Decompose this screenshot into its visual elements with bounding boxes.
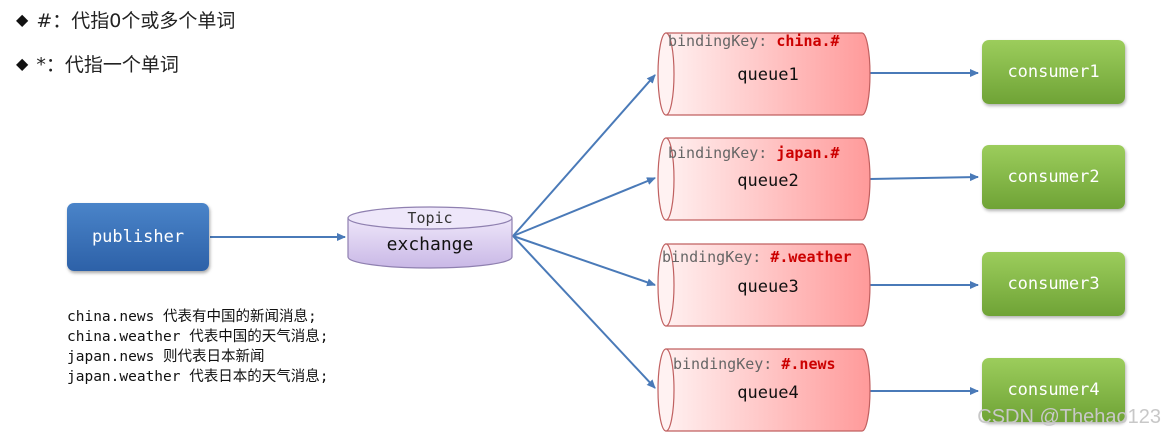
queue1-binding: bindingKey: china.# (668, 32, 840, 50)
exchange-to-queue2-arrow (512, 177, 656, 237)
queue4-label: queue4 (737, 383, 798, 403)
rule-star: ◆ *：代指一个单词 (16, 50, 179, 77)
binding-prefix: bindingKey: (673, 355, 781, 373)
binding-prefix: bindingKey: (662, 248, 770, 266)
routing-example: china.news 代表有中国的新闻消息; (67, 309, 317, 325)
watermark: CSDN @Thehao123 (977, 406, 1161, 428)
binding-key: #.weather (770, 248, 851, 266)
queue1-label: queue1 (737, 65, 798, 85)
consumer2-label: consumer2 (1007, 167, 1100, 187)
binding-key: #.news (781, 355, 835, 373)
queue3-binding: bindingKey: #.weather (662, 248, 852, 266)
exchange-label: exchange (387, 234, 474, 255)
binding-prefix: bindingKey: (668, 144, 776, 162)
publisher-label: publisher (91, 227, 185, 247)
rule-hash-text: #：代指0个或多个单词 (36, 10, 236, 32)
consumer3-node: consumer3 (982, 252, 1125, 316)
queue2-node: bindingKey: japan.# queue2 (657, 137, 871, 221)
exchange-to-queue1-arrow (512, 74, 656, 237)
routing-example: japan.news 则代表日本新闻 (67, 349, 265, 365)
binding-key: china.# (776, 32, 839, 50)
consumer4-label: consumer4 (1007, 380, 1100, 400)
queue2-to-consumer2-arrow (869, 173, 979, 182)
routing-example: japan.weather 代表日本的天气消息; (67, 369, 329, 385)
exchange-node: Topic exchange (347, 206, 513, 269)
queue3-node: bindingKey: #.weather queue3 (657, 243, 871, 327)
queue2-binding: bindingKey: japan.# (668, 144, 840, 162)
queue1-node: bindingKey: china.# queue1 (657, 32, 871, 116)
routing-key-examples: china.news 代表有中国的新闻消息; china.weather 代表中… (67, 307, 328, 387)
queue2-label: queue2 (737, 171, 798, 191)
queue4-node: bindingKey: #.news queue4 (657, 348, 871, 432)
diamond-bullet-icon: ◆ (16, 10, 29, 29)
exchange-to-queue4-arrow (512, 235, 656, 389)
consumer2-node: consumer2 (982, 145, 1125, 209)
exchange-type-label: Topic (407, 209, 452, 227)
exchange-to-queue3-arrow (512, 235, 656, 287)
queue4-binding: bindingKey: #.news (673, 355, 836, 373)
consumer1-label: consumer1 (1007, 62, 1100, 82)
routing-example: china.weather 代表中国的天气消息; (67, 329, 329, 345)
consumer1-node: consumer1 (982, 40, 1125, 104)
binding-prefix: bindingKey: (668, 32, 776, 50)
rule-hash: ◆ #：代指0个或多个单词 (16, 6, 235, 33)
binding-key: japan.# (776, 144, 839, 162)
diamond-bullet-icon: ◆ (16, 54, 29, 73)
consumer3-label: consumer3 (1007, 274, 1100, 294)
queue3-label: queue3 (737, 277, 798, 297)
consumer4-node: consumer4 (982, 358, 1125, 422)
rule-star-text: *：代指一个单词 (36, 54, 179, 76)
publisher-node: publisher (67, 203, 209, 271)
